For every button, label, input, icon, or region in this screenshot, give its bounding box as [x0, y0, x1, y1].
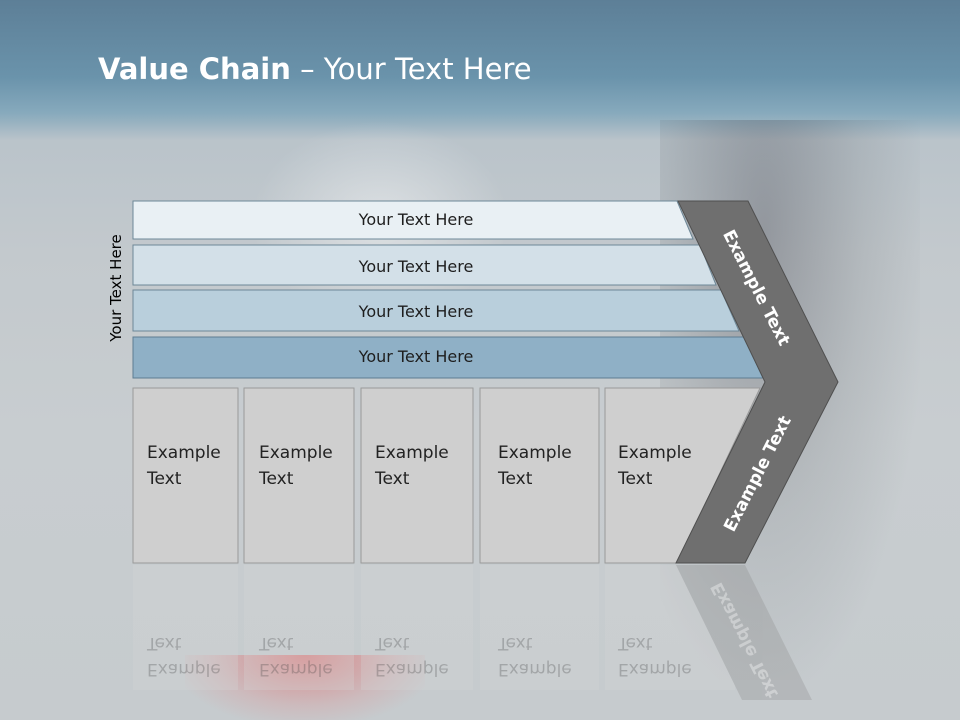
cell-reflection [244, 565, 354, 690]
cell-1-reflection-line2: Text [147, 633, 182, 653]
cell-4-reflection-line2: Text [498, 633, 533, 653]
cell-reflection [480, 565, 599, 690]
cell-2-reflection-line2: Text [259, 633, 294, 653]
chevron-arrow [675, 200, 839, 564]
cell-4-line1: Example [498, 443, 572, 463]
cell-5-reflection-text: Example Text [618, 630, 692, 682]
bar-1 [132, 200, 694, 240]
cell-1-line1: Example [147, 443, 221, 463]
cell-2-box [243, 387, 355, 564]
cell-3-line1: Example [375, 443, 449, 463]
cell-reflection [361, 565, 473, 690]
cell-5-text: Example Text [618, 440, 692, 492]
cell-1-line2: Text [147, 469, 182, 489]
cell-5-reflection-line1: Example [618, 659, 692, 679]
cell-1-box [132, 387, 239, 564]
cell-5-line1: Example [618, 443, 692, 463]
cell-2-text: Example Text [259, 440, 333, 492]
cell-reflection [133, 565, 238, 690]
title-bold: Value Chain [98, 52, 291, 86]
cell-3-box [360, 387, 474, 564]
cell-3-line2: Text [375, 469, 410, 489]
cell-4-line2: Text [498, 469, 533, 489]
bar-1-label: Your Text Here [358, 210, 474, 229]
cell-2-reflection-line1: Example [259, 659, 333, 679]
cell-3-reflection-line1: Example [375, 659, 449, 679]
reflection-group [133, 565, 812, 700]
cell-1-reflection-text: Example Text [147, 630, 221, 682]
cell-3-reflection-text: Example Text [375, 630, 449, 682]
cell-reflection [605, 565, 735, 690]
title-rest: – Your Text Here [290, 52, 532, 86]
background-red-accent [185, 655, 425, 720]
cell-1-text: Example Text [147, 440, 221, 492]
bar-3 [132, 289, 740, 332]
bar-2-label: Your Text Here [358, 257, 474, 276]
header-band [0, 0, 960, 140]
cell-1-reflection-line1: Example [147, 659, 221, 679]
cell-2-reflection-text: Example Text [259, 630, 333, 682]
bar-2 [132, 244, 717, 286]
cell-3-reflection-line2: Text [375, 633, 410, 653]
cell-5-reflection-line2: Text [618, 633, 653, 653]
cell-5-line2: Text [618, 469, 653, 489]
chevron-reflection [676, 565, 812, 700]
bar-4-label: Your Text Here [358, 347, 474, 366]
slide-title: Value Chain – Your Text Here [98, 52, 532, 86]
cell-3-text: Example Text [375, 440, 449, 492]
cell-4-reflection-line1: Example [498, 659, 572, 679]
cell-2-line1: Example [259, 443, 333, 463]
cell-4-reflection-text: Example Text [498, 630, 572, 682]
cell-2-line2: Text [259, 469, 294, 489]
cell-4-text: Example Text [498, 440, 572, 492]
bar-3-label: Your Text Here [358, 302, 474, 321]
cell-4-box [479, 387, 600, 564]
